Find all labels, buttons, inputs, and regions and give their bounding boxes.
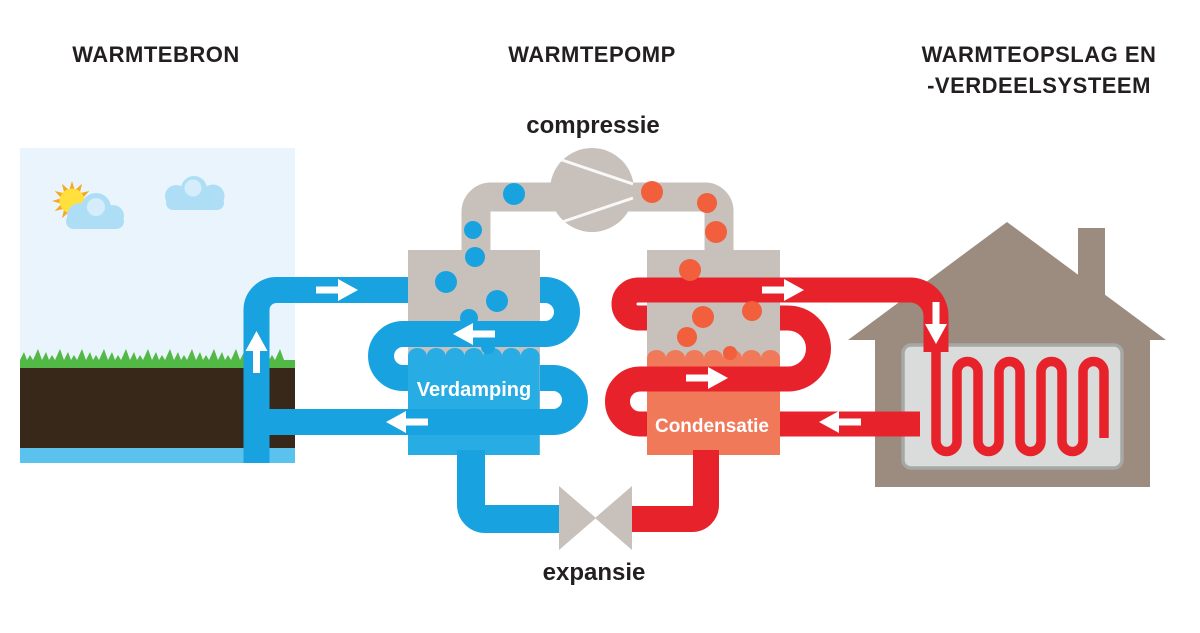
cloud-icon xyxy=(66,193,124,229)
refrigerant-bubble xyxy=(486,290,508,312)
refrigerant-bubble xyxy=(460,309,478,327)
expansion-label: expansie xyxy=(543,559,646,586)
refrigerant-bubble xyxy=(503,183,525,205)
compression-label: compressie xyxy=(526,112,659,139)
compressor-icon xyxy=(550,148,634,232)
refrigerant-bubble xyxy=(481,340,495,354)
refrigerant-bubble xyxy=(679,259,701,281)
refrigerant-bubble xyxy=(692,306,714,328)
evaporator-feed-pipe xyxy=(457,450,560,533)
condenser-drain-pipe xyxy=(631,450,719,532)
evaporator-bubbles xyxy=(435,183,525,354)
condenser-bubbles xyxy=(641,181,762,360)
refrigerant-bubble xyxy=(723,346,737,360)
heat-pump-title: WARMTEPOMP xyxy=(508,42,676,67)
grass-layer xyxy=(20,349,295,368)
groundwater-layer xyxy=(20,448,295,463)
heating-loop-pipe xyxy=(605,277,949,437)
heat-storage-title-line1: WARMTEOPSLAG EN xyxy=(922,42,1157,67)
evaporator-liquid xyxy=(408,348,540,455)
refrigerant-bubble xyxy=(465,247,485,267)
heat-source-title: WARMTEBRON xyxy=(72,42,240,67)
refrigerant-bubble xyxy=(705,221,727,243)
radiator-coil xyxy=(931,347,1109,457)
cloud-icon xyxy=(165,176,225,210)
condenser-liquid xyxy=(647,350,780,455)
refrigerant-bubble xyxy=(677,327,697,347)
suction-gas-pipe xyxy=(461,182,566,256)
refrigerant-bubble xyxy=(435,271,457,293)
refrigerant-bubble xyxy=(742,301,762,321)
condensation-label: Condensatie xyxy=(655,416,769,437)
heat-storage-title-line2: -VERDEELSYSTEEM xyxy=(927,73,1151,98)
refrigerant-bubble xyxy=(641,181,663,203)
refrigerant-bubble xyxy=(697,193,717,213)
evaporation-label: Verdamping xyxy=(417,379,531,401)
expansion-valve-icon xyxy=(559,486,632,550)
refrigerant-bubble xyxy=(464,221,482,239)
